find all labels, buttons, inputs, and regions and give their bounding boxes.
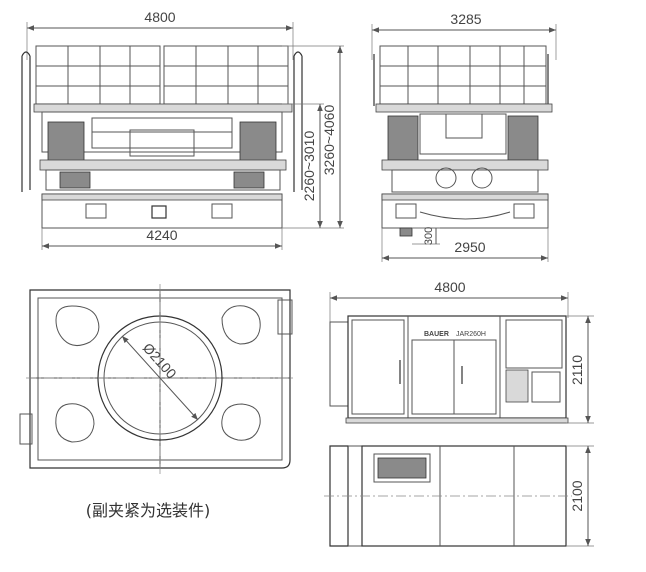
optional-clamp-note: (副夹紧为选装件) xyxy=(86,501,211,520)
unit-length-label: 4800 xyxy=(434,279,465,295)
power-unit-top-view: 2100 xyxy=(324,445,594,547)
unit-vent-grille xyxy=(377,457,427,479)
plan-clamp-lobe xyxy=(55,403,95,443)
plan-view: Ø2100 xyxy=(19,284,294,474)
unit-width-label: 2100 xyxy=(569,480,585,511)
side-base-frame xyxy=(381,193,549,237)
front-width-top-label: 4800 xyxy=(144,9,175,25)
plan-clamp-lobe xyxy=(221,403,261,441)
plan-clamp-lobe xyxy=(221,305,261,345)
side-platform-deck xyxy=(375,103,553,113)
side-width-bottom-label: 2950 xyxy=(454,239,485,255)
side-machine-body xyxy=(381,113,549,193)
side-width-top-label: 3285 xyxy=(450,11,481,27)
side-stroke-label: 300 xyxy=(423,227,435,245)
front-view: 4800 xyxy=(21,9,344,250)
side-view: 3285 xyxy=(371,11,557,262)
front-machine-body xyxy=(39,111,287,191)
front-platform-deck xyxy=(33,103,293,113)
unit-control-panel xyxy=(505,369,529,403)
power-unit-front-view: 4800 BAUER JAR260H 2110 xyxy=(329,279,594,424)
front-width-bottom-label: 4240 xyxy=(146,227,177,243)
unit-brand-label: BAUER xyxy=(424,331,449,338)
side-railing xyxy=(373,45,549,106)
front-height-inner-label: 2260~3010 xyxy=(301,131,317,202)
front-base-frame xyxy=(41,193,283,229)
front-height-total-label: 3260~4060 xyxy=(321,105,337,176)
plan-clamp-lobe xyxy=(55,305,100,346)
unit-height-label: 2110 xyxy=(569,355,585,385)
unit-model-label: JAR260H xyxy=(456,331,486,338)
